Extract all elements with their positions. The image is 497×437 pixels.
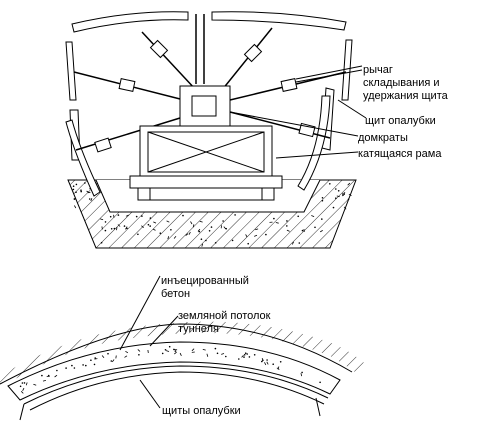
top-leader-lines [229, 65, 367, 159]
wheel-left [137, 187, 151, 201]
arch-shield-segments [65, 11, 353, 197]
wheel-right [261, 187, 275, 201]
label-formwork-shields: щиты опалубки [162, 405, 241, 417]
label-formwork-shield: щит опалубки [365, 115, 436, 127]
label-injected-concrete-line2: бетон [161, 288, 190, 300]
concrete-base-stipple [72, 182, 352, 247]
rolling-frame [129, 125, 283, 201]
label-lever-line2: складывания и [363, 77, 440, 89]
label-rolling-frame: катящаяся рама [358, 148, 442, 160]
concrete-base [67, 179, 357, 249]
label-lever-line1: рычаг [363, 64, 393, 76]
label-lever-line3: удержания щита [363, 90, 449, 102]
label-jacks: домкраты [358, 132, 408, 144]
label-earth-ceiling-line2: туннеля [178, 323, 219, 335]
bottom-arch-section [0, 275, 368, 421]
jack-housing-inner [191, 95, 217, 117]
arch-concrete-stipple [19, 345, 321, 394]
top-cross-section [65, 11, 367, 249]
label-earth-ceiling-line1: земляной потолок [178, 310, 271, 322]
label-injected-concrete-line1: инъецированный [161, 275, 249, 287]
